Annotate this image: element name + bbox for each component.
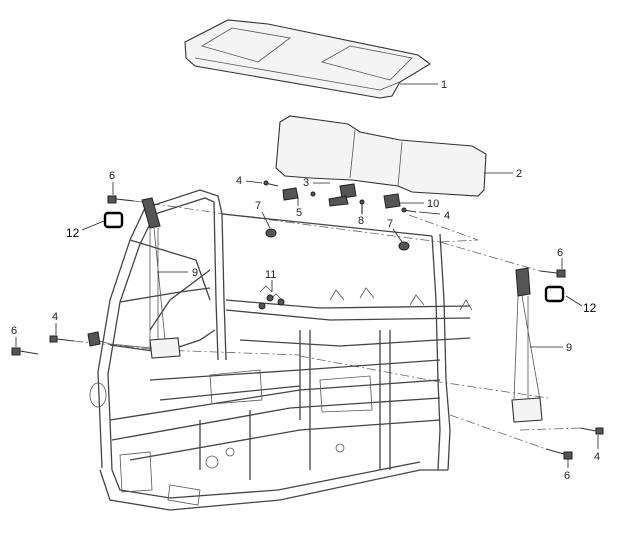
callout-6-right: 6 — [557, 247, 563, 259]
callout-5: 5 — [296, 207, 302, 219]
callout-6-left: 6 — [11, 325, 17, 337]
callout-2: 2 — [516, 168, 522, 180]
callout-7-left: 7 — [255, 200, 261, 212]
callout-11: 11 — [265, 269, 276, 281]
vehicle-frame — [89, 189, 473, 511]
callout-3: 3 — [303, 177, 309, 189]
callout-leader-12b — [565, 295, 583, 307]
callout-1: 1 — [441, 79, 447, 91]
cap-part-12-right — [544, 285, 565, 303]
callout-12-left: 12 — [66, 226, 80, 240]
seat-backrest-part — [275, 115, 487, 197]
callout-7-right: 7 — [387, 218, 393, 230]
callout-10: 10 — [427, 198, 439, 210]
callout-leader-4c — [418, 211, 441, 215]
bolt-parts — [11, 195, 604, 460]
callout-leader-4b — [245, 180, 263, 184]
callout-4-top-right: 4 — [444, 210, 450, 222]
callout-labels: 1 2 3 4 4 4 4 5 6 6 6 6 7 7 8 9 9 10 11 … — [11, 79, 600, 482]
callout-9-left: 9 — [192, 267, 198, 279]
seat-belt-left — [87, 197, 181, 359]
callout-9-right: 9 — [566, 342, 572, 354]
callout-8: 8 — [358, 215, 364, 227]
callout-leader-7b — [392, 228, 403, 243]
callout-4-left: 4 — [52, 311, 58, 323]
seat-cushion-part — [184, 19, 431, 99]
grommet-parts — [265, 228, 410, 251]
callout-6-bottom-right: 6 — [564, 470, 570, 482]
callout-12-right: 12 — [583, 301, 597, 315]
seat-latch-hardware — [263, 180, 417, 214]
callout-leader-12a — [81, 220, 105, 231]
cap-part-12-left — [103, 211, 124, 229]
callout-4-bottom-right: 4 — [594, 451, 600, 463]
seat-belt-right — [511, 267, 543, 423]
callout-4-top-left: 4 — [236, 175, 242, 187]
callout-leader-7a — [261, 211, 271, 229]
mount-bracket-parts — [258, 294, 285, 310]
callout-6-top-left: 6 — [109, 170, 115, 182]
